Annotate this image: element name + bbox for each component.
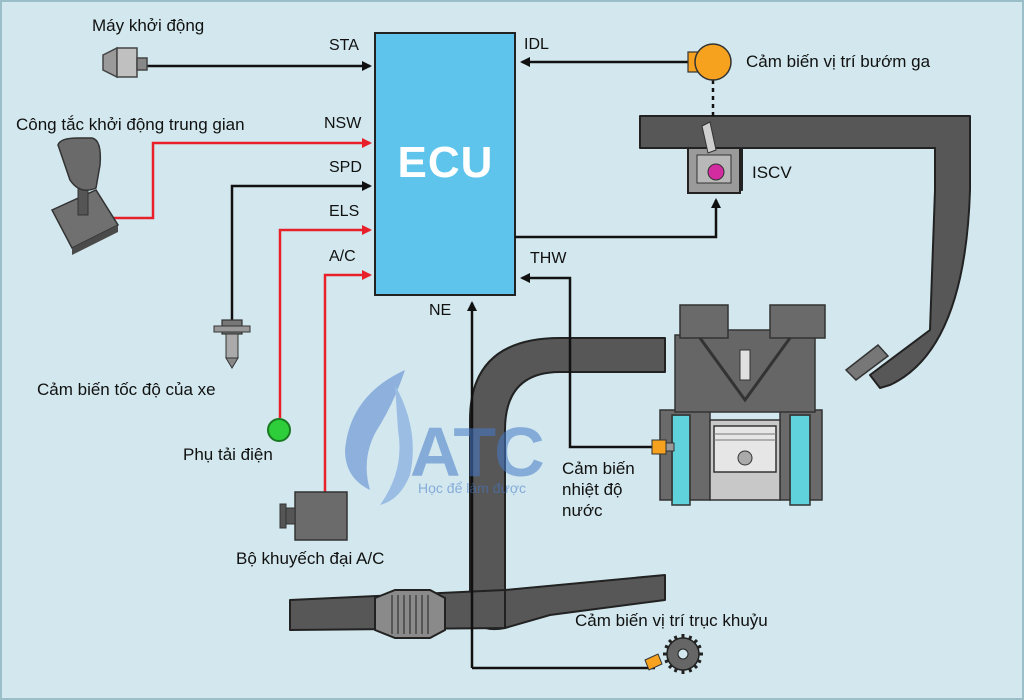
- label-speed-sensor: Cảm biến tốc độ của xe: [37, 380, 216, 399]
- throttle-sensor-icon: [687, 43, 732, 81]
- signal-ne: NE: [429, 302, 452, 319]
- catalytic-converter: [374, 589, 446, 639]
- shift-lever-icon: [50, 137, 120, 255]
- signal-idl: IDL: [524, 36, 549, 53]
- ecu-label: ECU: [397, 138, 494, 187]
- label-coolant-sensor-3: nước: [562, 501, 603, 520]
- signal-thw: THW: [530, 250, 567, 267]
- signal-els: ELS: [329, 203, 360, 220]
- starter-icon: [102, 46, 148, 79]
- watermark-brand: ATC: [410, 413, 545, 491]
- ecu-box: [374, 32, 516, 296]
- label-coolant-sensor-1: Cảm biến: [562, 459, 635, 478]
- label-iscv: ISCV: [752, 163, 792, 182]
- label-throttle-sensor: Cảm biến vị trí bướm ga: [746, 52, 931, 71]
- label-starter: Máy khởi động: [92, 16, 205, 35]
- iscv-line: [515, 198, 721, 239]
- spd-line: [230, 181, 372, 325]
- ac-line: [323, 270, 372, 492]
- ac-amplifier-icon: [279, 491, 348, 541]
- engine-block: [659, 304, 890, 506]
- signal-nsw: NSW: [324, 115, 362, 132]
- label-coolant-sensor-2: nhiệt độ: [562, 480, 623, 499]
- signal-spd: SPD: [329, 159, 362, 176]
- label-crank-sensor: Cảm biến vị trí trục khuỷu: [575, 611, 768, 630]
- coolant-sensor-icon: [651, 439, 675, 455]
- thw-line: [520, 273, 655, 449]
- label-electrical-load: Phụ tải điện: [183, 445, 273, 464]
- label-ac-amplifier: Bộ khuyếch đại A/C: [236, 549, 385, 568]
- iscv-valve: [687, 121, 741, 194]
- exhaust-pipe: [289, 337, 666, 631]
- els-line: [278, 225, 372, 418]
- electrical-load-icon: [267, 418, 291, 442]
- label-neutral-switch: Công tắc khởi động trung gian: [16, 115, 245, 134]
- watermark-slogan: Học để làm được: [418, 480, 527, 496]
- speed-sensor-icon: [213, 319, 251, 369]
- signal-ac: A/C: [329, 248, 356, 265]
- atc-logo-icon: [345, 370, 413, 505]
- signal-sta: STA: [329, 37, 359, 54]
- nsw-line: [108, 138, 372, 220]
- crank-sensor-icon: [644, 634, 703, 674]
